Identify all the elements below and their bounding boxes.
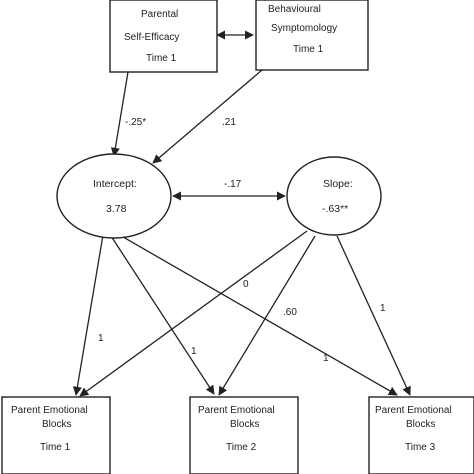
- node-line: Time 2: [226, 442, 257, 453]
- path-intercept-to-time3: [117, 233, 398, 396]
- slope-value: -.63**: [322, 203, 348, 215]
- coef-intercept-slope: -.17: [224, 179, 242, 190]
- node-intercept: Intercept: 3.78: [56, 153, 172, 239]
- node-line: Blocks: [42, 419, 71, 430]
- node-parent-emotional-blocks-time3: Parent Emotional Blocks Time 3: [368, 396, 474, 474]
- node-line: Parent Emotional: [198, 405, 275, 416]
- node-line: Time 1: [40, 442, 71, 453]
- intercept-value: 3.78: [106, 203, 127, 215]
- node-slope: Slope: -.63**: [286, 156, 382, 236]
- node-line: Self-Efficacy: [124, 32, 179, 43]
- coef-intercept-time2: 1: [191, 346, 197, 357]
- node-parent-emotional-blocks-time1: Parent Emotional Blocks Time 1: [1, 396, 111, 474]
- node-line: Blocks: [406, 419, 435, 430]
- node-line: Blocks: [230, 419, 259, 430]
- coef-behavioural-intercept: .21: [222, 117, 236, 128]
- coef-slope-time3: 1: [380, 303, 386, 314]
- node-line: Parental: [141, 9, 178, 20]
- node-line: Time 1: [146, 53, 177, 64]
- coef-slope-time1: 0: [243, 279, 249, 290]
- path-self-efficacy-to-intercept: [110, 71, 129, 157]
- coef-self-efficacy-intercept: -.25*: [125, 117, 146, 128]
- node-line: Time 1: [293, 44, 324, 55]
- coef-intercept-time1: 1: [98, 333, 104, 344]
- node-line: Behavioural: [268, 4, 321, 15]
- node-line: Parent Emotional: [11, 405, 88, 416]
- path-intercept-to-time1: [72, 234, 104, 396]
- slope-label: Slope:: [323, 178, 353, 190]
- node-line: Parent Emotional: [375, 405, 452, 416]
- path-intercept-to-time2: [110, 235, 215, 395]
- path-slope-to-time2: [218, 235, 316, 396]
- coef-slope-time2: .60: [283, 307, 297, 318]
- path-behavioural-to-intercept: [152, 69, 263, 164]
- node-line: Symptomology: [271, 23, 337, 34]
- path-slope-to-time3: [336, 235, 411, 396]
- node-parental-self-efficacy: Parental Self-Efficacy Time 1: [109, 0, 218, 73]
- path-slope-to-time1: [79, 230, 308, 397]
- node-line: Time 3: [405, 442, 436, 453]
- node-behavioural-symptomology: Behavioural Symptomology Time 1: [255, 0, 369, 71]
- intercept-label: Intercept:: [93, 178, 137, 190]
- coef-intercept-time3: 1: [323, 353, 329, 364]
- node-parent-emotional-blocks-time2: Parent Emotional Blocks Time 2: [189, 396, 299, 474]
